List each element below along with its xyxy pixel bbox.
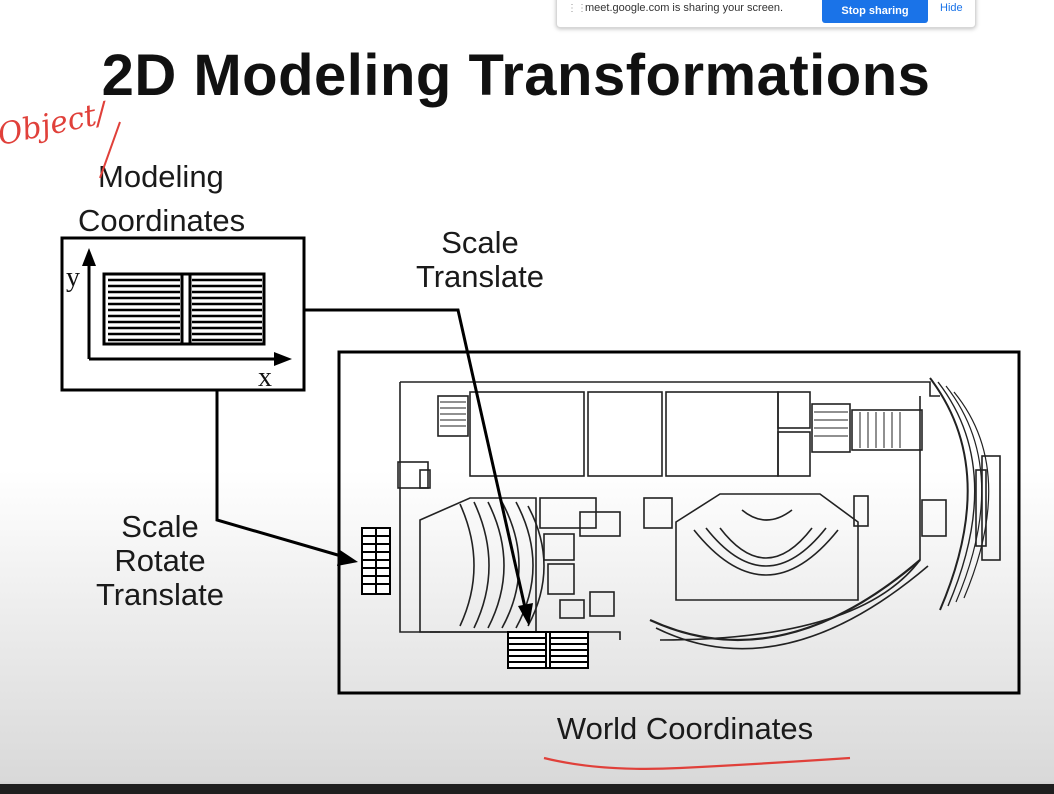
floor-plan <box>361 377 1001 669</box>
transform-label-left-line1: Scale <box>121 509 199 544</box>
stop-sharing-button[interactable]: Stop sharing <box>822 0 928 23</box>
bottom-bar <box>0 784 1054 794</box>
slide-title: 2D Modeling Transformations <box>101 43 931 108</box>
handwritten-underline <box>543 756 851 770</box>
transform-label-left-line3: Translate <box>95 577 225 612</box>
arrow-scale-rotate-translate <box>215 390 358 566</box>
transform-label-top-line2: Translate <box>415 259 545 294</box>
arrow-scale-translate <box>304 308 533 626</box>
x-axis-label: x <box>258 362 272 393</box>
transform-label-top-line1: Scale <box>441 225 519 260</box>
world-coordinates-box <box>337 350 1021 695</box>
world-coordinates-label: World Coordinates <box>556 711 814 746</box>
modeling-label-line2: Coordinates <box>78 203 246 238</box>
hide-button[interactable]: Hide <box>940 2 963 14</box>
drag-handle-icon[interactable]: ⋮⋮ <box>567 3 587 14</box>
handwritten-slash <box>99 121 121 179</box>
stair-object <box>102 272 266 346</box>
modeling-label-line1: Modeling <box>98 159 224 194</box>
screen-share-bar: ⋮⋮ meet.google.com is sharing your scree… <box>556 0 976 28</box>
share-message: meet.google.com is sharing your screen. <box>585 2 784 14</box>
transform-label-left-line2: Rotate <box>114 543 206 578</box>
modeling-coordinates-box: y x <box>60 236 306 393</box>
y-axis-label: y <box>66 262 80 293</box>
